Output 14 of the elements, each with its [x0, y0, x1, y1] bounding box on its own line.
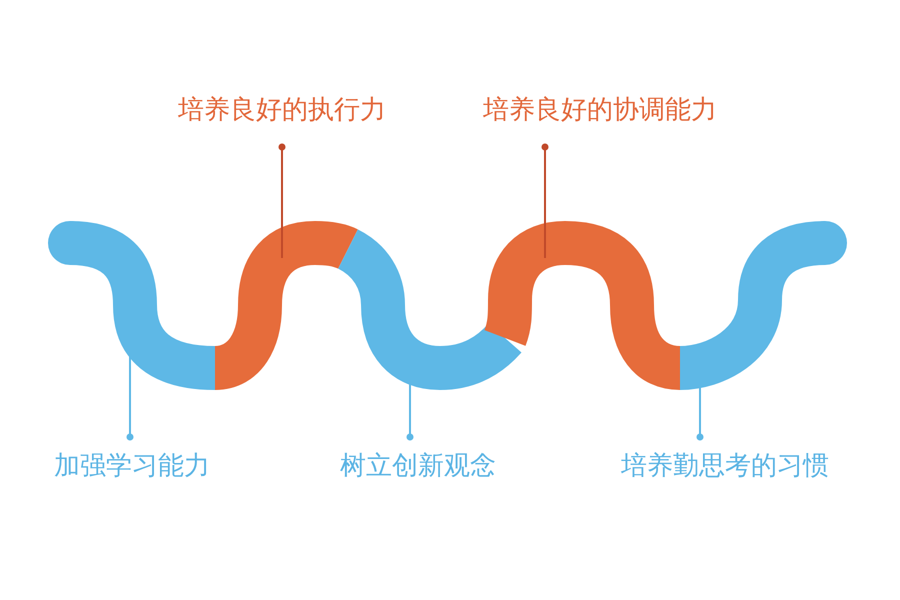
leader-line: [278, 144, 286, 258]
leader-line: [696, 386, 704, 440]
wave-segment: [678, 221, 847, 390]
wave-segment: [48, 221, 216, 390]
topic-label: 培养良好的协调能力: [483, 94, 717, 126]
topic-label: 树立创新观念: [340, 450, 496, 482]
topic-label: 培养良好的执行力: [178, 94, 386, 126]
topic-label: 培养勤思考的习惯: [621, 450, 829, 482]
leader-line: [406, 384, 414, 440]
leader-line: [542, 144, 548, 258]
topic-label: 加强学习能力: [54, 450, 210, 482]
wave-segment: [484, 221, 682, 390]
wave-segment: [337, 230, 522, 390]
wave-segment: [213, 221, 358, 390]
